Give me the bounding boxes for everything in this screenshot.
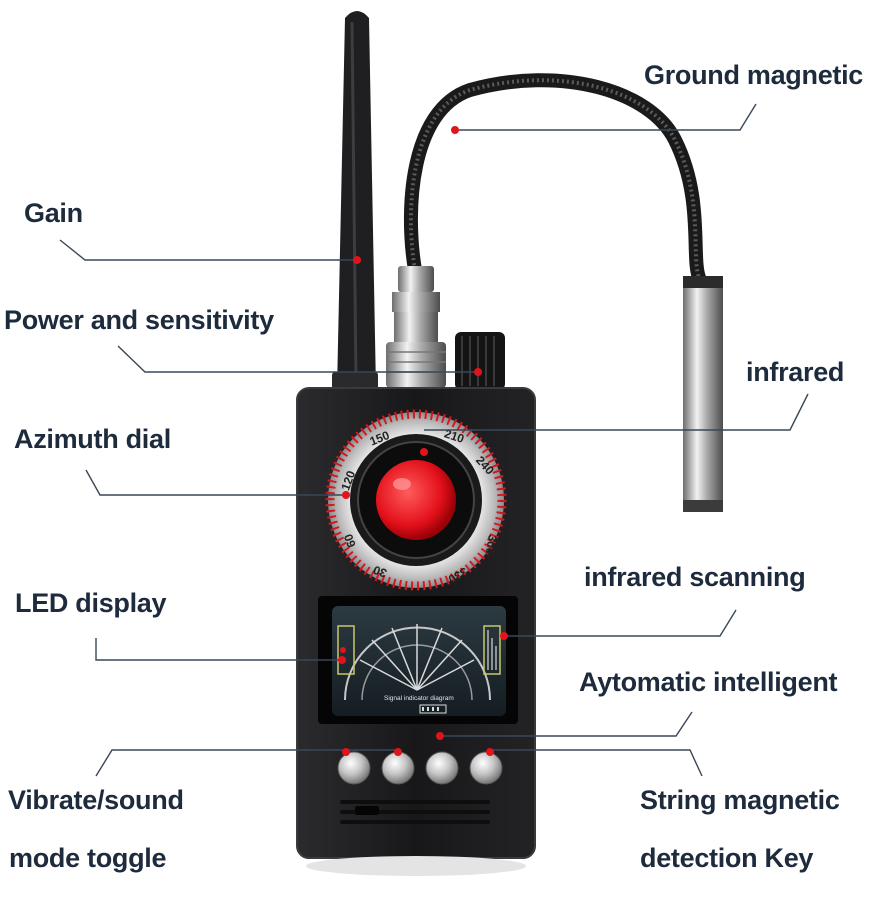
label-led-display: LED display <box>15 588 167 618</box>
callout-dots <box>338 126 508 756</box>
label-gain: Gain <box>24 198 83 228</box>
label-power-sensitivity: Power and sensitivity <box>4 305 274 335</box>
display-caption: Signal indicator diagram <box>384 695 454 702</box>
dial-tick-labels: 150 210 240 300 330 30 60 120 <box>338 426 500 586</box>
led-display: Signal indicator diagram <box>318 596 518 724</box>
label-vibrate-line1: Vibrate/sound <box>8 785 184 815</box>
dial-tick-210: 210 <box>443 426 467 446</box>
leader-lines <box>59 103 809 777</box>
label-infrared-scanning: infrared scanning <box>584 562 806 592</box>
label-string-line1: String magnetic <box>640 785 840 815</box>
sensitivity-knob <box>455 332 505 390</box>
label-automatic-intelligent: Aytomatic intelligent <box>579 667 838 697</box>
dial-tick-120: 120 <box>338 469 358 493</box>
dial-tick-30: 30 <box>371 563 389 581</box>
antenna-icon <box>332 11 378 394</box>
dial-tick-60: 60 <box>341 532 359 550</box>
dial-tick-300: 300 <box>483 534 500 556</box>
label-azimuth-dial: Azimuth dial <box>14 424 171 454</box>
label-string-line2: detection Key <box>640 843 814 873</box>
label-vibrate-line2: mode toggle <box>9 843 167 873</box>
label-ground-magnetic: Ground magnetic <box>644 60 864 90</box>
label-infrared: infrared <box>746 357 845 387</box>
speaker-grille-icon <box>340 800 490 824</box>
camera-lens-icon <box>376 460 456 540</box>
gooseneck-probe-icon <box>386 73 723 512</box>
control-buttons <box>337 751 503 785</box>
